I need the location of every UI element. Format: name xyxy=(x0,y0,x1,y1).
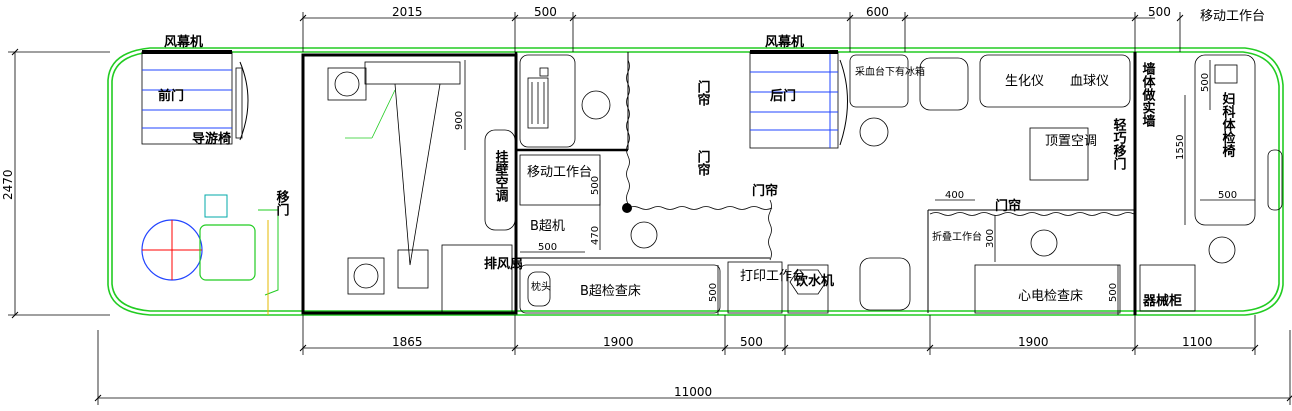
pillow-label: 枕头 xyxy=(531,280,551,293)
dim-470: 470 xyxy=(590,226,601,245)
dim-500e: 500 xyxy=(1218,190,1237,201)
desk-workstation xyxy=(519,54,576,148)
instrument-cabinet-label: 器械柜 xyxy=(1142,293,1182,309)
dim-2015: 2015 xyxy=(392,5,423,19)
right-furniture xyxy=(849,54,1256,314)
dim-1100: 1100 xyxy=(1182,335,1213,349)
dimension-ticks xyxy=(11,14,1292,402)
dim-500-bottom: 500 xyxy=(740,335,763,349)
air-curtain-rear-label: 风幕机 xyxy=(765,34,804,50)
b-ultrasound-label: B超机 xyxy=(530,219,565,234)
mobile-workbench-label: 移动工作台 xyxy=(527,165,592,180)
exhaust-fan-label: 排风扇 xyxy=(484,256,523,272)
gyn-chair-label: 妇科体检椅 xyxy=(1220,91,1237,158)
dim-500-top2: 500 xyxy=(1148,5,1171,19)
curtain-label-1: 门帘 xyxy=(695,79,711,107)
bus-outline xyxy=(107,47,1284,316)
folding-table-label: 折叠工作台 xyxy=(932,230,982,243)
rear-door-label: 后门 xyxy=(770,88,796,104)
light-sliding-door-label: 轻巧移门 xyxy=(1111,117,1127,171)
dim-500a: 500 xyxy=(590,176,601,195)
dim-400: 400 xyxy=(945,190,964,201)
ceiling-ac-label: 顶置空调 xyxy=(1045,134,1097,149)
wall-ac-label: 挂壁空调 xyxy=(493,149,509,203)
water-dispenser-box xyxy=(787,264,829,314)
dim-1900: 1900 xyxy=(603,335,634,349)
dim-500b: 500 xyxy=(538,242,557,253)
curtain-label-2: 门帘 xyxy=(695,149,711,177)
rear-wall xyxy=(1267,149,1283,211)
front-door-label: 前门 xyxy=(158,88,184,104)
mobile-workbench2-label: 移动工作台 xyxy=(1200,9,1265,24)
wall-ac-unit xyxy=(484,129,516,231)
curtain-label-3: 门帘 xyxy=(752,183,778,199)
ecg-bed-label: 心电检查床 xyxy=(1018,289,1083,304)
curtain-label-4: 门帘 xyxy=(995,198,1021,214)
dim-2470: 2470 xyxy=(1,169,15,200)
guide-seat-label: 导游椅 xyxy=(192,131,231,147)
print-workbench-box xyxy=(727,261,783,314)
dim-500d: 500 xyxy=(1108,283,1119,302)
blood-cell-label: 血球仪 xyxy=(1070,74,1109,89)
dim-500c: 500 xyxy=(708,283,719,302)
dim-600: 600 xyxy=(866,5,889,19)
room-labels: 风幕机 风幕机 前门 导游椅 后门 移门 挂壁空调 排风扇 移动工作台 B超机 … xyxy=(158,9,1265,309)
chair-icons xyxy=(581,90,1236,264)
b-exam-bed-label: B超检查床 xyxy=(580,284,641,299)
solid-wall-label: 墙体做实墙 xyxy=(1140,61,1157,128)
print-workbench-label: 打印工作台 xyxy=(740,269,805,284)
front-door xyxy=(141,50,249,145)
sliding-door-label: 移门 xyxy=(274,189,290,217)
curtains xyxy=(626,59,1135,261)
dim-11000: 11000 xyxy=(674,385,712,399)
dim-500-vert: 500 xyxy=(1200,73,1211,92)
curtain-hinge xyxy=(622,203,632,213)
blood-table-label: 采血台下有冰箱 xyxy=(855,65,925,78)
dim-500-top: 500 xyxy=(534,5,557,19)
air-curtain-front-label: 风幕机 xyxy=(164,34,203,50)
exam-equipment-left xyxy=(327,61,513,314)
dim-300: 300 xyxy=(985,229,996,248)
b-ultrasound-bed xyxy=(519,264,721,314)
dim-900: 900 xyxy=(454,111,465,130)
biochem-label: 生化仪 xyxy=(1005,74,1044,89)
dim-1900-b: 1900 xyxy=(1018,335,1049,349)
driver-seat xyxy=(141,194,279,315)
mobile-workbench-box xyxy=(519,154,601,206)
walls xyxy=(301,52,1137,315)
water-dispenser-label: 饮水机 xyxy=(794,273,834,289)
dim-1550: 1550 xyxy=(1175,135,1186,160)
dim-1865: 1865 xyxy=(392,335,423,349)
rear-door xyxy=(749,50,848,149)
dimension-labels: 2015 500 600 500 1865 1900 500 1900 1100… xyxy=(1,5,1237,399)
